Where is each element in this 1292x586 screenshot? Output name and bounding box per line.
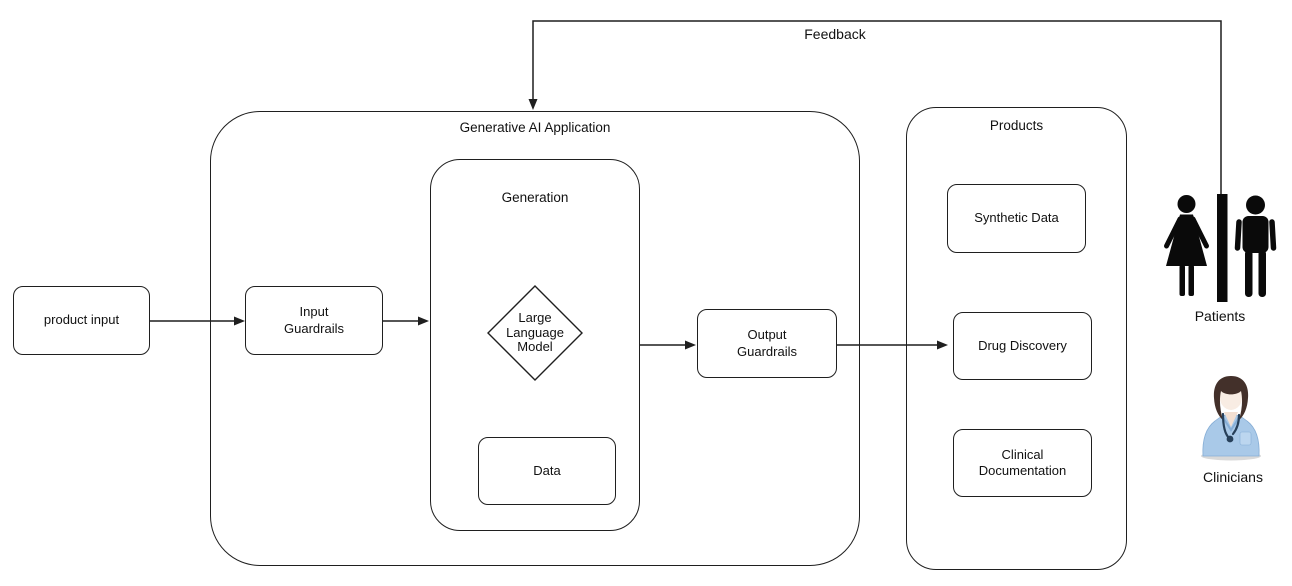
man-figure-icon [1234,195,1277,297]
clinician-scrubs [1202,413,1260,457]
clinician-pocket [1239,431,1252,446]
container-title-generation: Generation [501,190,569,205]
node-label-drug-discovery: Drug Discovery [978,337,1067,353]
node-label-output-guardrails: Output Guardrails [737,327,797,359]
node-label-product-input: product input [43,312,120,328]
node-input-guardrails: Input Guardrails [245,286,383,355]
feedback-edge-label: Feedback [804,26,866,42]
node-clinical-documentation: Clinical Documentation [953,429,1092,497]
stethoscope-tube-icon [1221,412,1241,440]
clinician-shadow [1201,451,1261,461]
clinician-hair [1213,376,1249,420]
clinician-face [1219,382,1243,410]
container-title-products: Products [989,118,1044,133]
node-label-clinical-documentation: Clinical Documentation [978,446,1067,478]
node-data: Data [478,437,616,505]
stethoscope-chestpiece-icon [1226,435,1234,443]
patients-label: Patients [1194,308,1246,324]
clinicians-label: Clinicians [1203,469,1263,485]
node-label-data: Data [533,462,561,478]
patients-restroom-icon [1164,194,1277,302]
clinician-avatar-icon [1201,376,1261,461]
node-synthetic-data: Synthetic Data [947,184,1086,253]
woman-figure-icon [1164,195,1209,296]
clinician-neck-skin [1224,412,1238,427]
node-output-guardrails: Output Guardrails [697,309,837,378]
node-drug-discovery: Drug Discovery [953,312,1092,380]
node-label-synthetic-data: Synthetic Data [974,210,1059,226]
node-product-input: product input [13,286,150,355]
restroom-divider-bar [1217,194,1228,302]
node-label-input-guardrails: Input Guardrails [284,304,344,336]
container-title-generative-ai-application: Generative AI Application [459,120,611,135]
clinician-vneck [1221,415,1241,432]
node-label-large-language-model: Large Language Model [506,310,564,355]
